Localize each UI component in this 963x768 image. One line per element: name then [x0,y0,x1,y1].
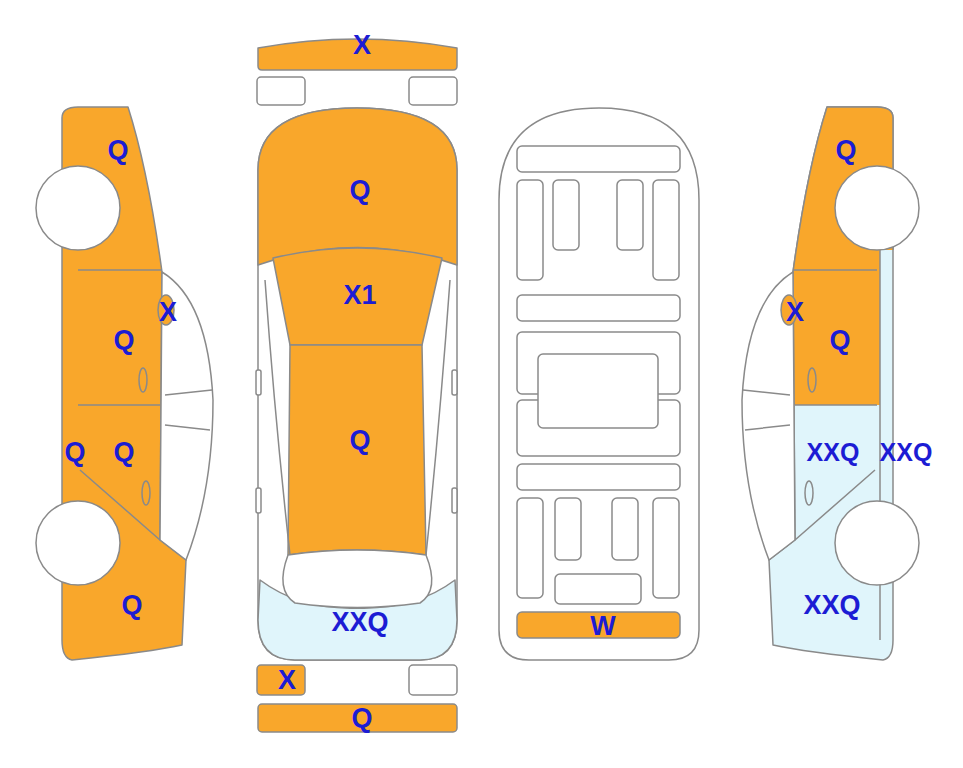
damage-code: X1 [343,282,376,309]
damage-code: Q [829,327,850,354]
damage-code: XXQ [880,440,933,465]
damage-code: XXQ [331,609,388,636]
damage-code: Q [107,137,128,164]
damage-code: Q [835,137,856,164]
damage-code: Q [64,439,85,466]
damage-code: X [159,299,177,326]
damage-code: X [786,299,804,326]
damage-code: Q [351,705,372,732]
damage-code: XXQ [803,592,860,619]
damage-code: X [278,667,296,694]
right-side-view [742,107,919,660]
top-view [256,39,457,732]
damage-code: XXQ [807,440,860,465]
damage-code: Q [349,177,370,204]
damage-code: X [353,32,371,59]
underside-view [499,108,699,660]
damage-code: Q [349,427,370,454]
damage-code: Q [113,439,134,466]
damage-code: W [590,613,615,640]
damage-code: Q [121,592,142,619]
damage-code: Q [113,327,134,354]
left-side-view [36,107,213,660]
